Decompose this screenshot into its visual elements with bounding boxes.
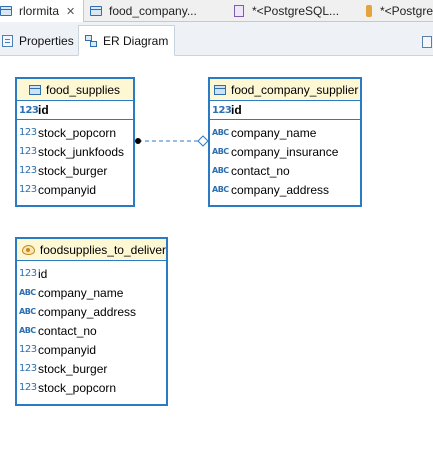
entity-header: food_company_supplier (210, 79, 360, 101)
attribute-name: id (231, 103, 242, 117)
properties-icon (2, 34, 13, 47)
numeric-type-icon: 123 (19, 165, 37, 176)
tab-er-diagram[interactable]: ER Diagram (78, 25, 176, 56)
text-type-icon: ABC (212, 166, 229, 175)
attribute-name: company_name (38, 285, 124, 300)
attribute-name: id (38, 103, 49, 117)
attribute-name: company_address (231, 182, 330, 197)
numeric-type-icon: 123 (19, 127, 37, 138)
entity-title: food_company_supplier (231, 82, 359, 97)
entity-header: food_supplies (17, 79, 133, 101)
attribute-row: 123 stock_burger (17, 161, 133, 180)
er-diagram-canvas[interactable]: food_supplies 123 id 123 stock_popcorn 1… (0, 56, 433, 454)
primary-key-row: 123 id (17, 101, 133, 120)
editor-tab-postgresql-1[interactable]: *<PostgreSQL... (234, 0, 364, 22)
er-diagram-icon (85, 34, 97, 47)
editor-tab-food-company[interactable]: food_company... (90, 0, 230, 22)
sql-script-icon (234, 5, 244, 17)
attribute-list: 123 id ABC company_name ABC company_addr… (17, 261, 166, 397)
numeric-type-icon: 123 (19, 104, 39, 116)
attribute-name: stock_junkfoods (38, 144, 125, 159)
attribute-row: 123 id (17, 264, 166, 283)
view-icon (22, 244, 35, 255)
attribute-name: company_insurance (231, 144, 339, 159)
editor-tab-bar: rlormita ✕ food_company... *<PostgreSQL.… (0, 0, 433, 23)
numeric-type-icon: 123 (19, 268, 37, 279)
attribute-name: contact_no (38, 323, 97, 338)
editor-tab-postgresql-2[interactable]: *<Postgre (366, 0, 433, 22)
attribute-row: 123 companyid (17, 180, 133, 199)
attribute-row: 123 stock_popcorn (17, 123, 133, 142)
attribute-list: ABC company_name ABC company_insurance A… (210, 120, 360, 199)
tab-properties[interactable]: Properties (2, 25, 74, 56)
numeric-type-icon: 123 (212, 104, 232, 116)
text-type-icon: ABC (19, 326, 36, 335)
text-type-icon: ABC (212, 128, 229, 137)
attribute-name: company_address (38, 304, 137, 319)
tab-label: Properties (19, 33, 74, 48)
entity-food-company-supplier[interactable]: food_company_supplier 123 id ABC company… (208, 77, 362, 207)
attribute-row: 123 companyid (17, 340, 166, 359)
attribute-name: id (38, 266, 48, 281)
attribute-row: 123 stock_popcorn (17, 378, 166, 397)
attribute-row: ABC contact_no (210, 161, 360, 180)
text-type-icon: ABC (212, 185, 229, 194)
database-icon (0, 6, 12, 16)
editor-tab-rlormita[interactable]: rlormita ✕ (0, 0, 84, 23)
table-icon (214, 84, 226, 95)
tab-label: *<Postgre (379, 4, 433, 18)
tab-label: *<PostgreSQL... (252, 4, 340, 18)
attribute-row: ABC company_name (17, 283, 166, 302)
entity-food-supplies[interactable]: food_supplies 123 id 123 stock_popcorn 1… (15, 77, 135, 207)
attribute-name: companyid (38, 342, 97, 357)
attribute-row: 123 stock_junkfoods (17, 142, 133, 161)
entity-title: food_supplies (46, 82, 121, 97)
relation-target-diamond (197, 135, 209, 147)
attribute-row: ABC company_address (17, 302, 166, 321)
entity-foodsupplies-to-deliver[interactable]: foodsupplies_to_deliver 123 id ABC compa… (15, 237, 168, 406)
attribute-list: 123 stock_popcorn 123 stock_junkfoods 12… (17, 120, 133, 199)
text-type-icon: ABC (212, 147, 229, 156)
attribute-name: contact_no (231, 163, 290, 178)
attribute-row: ABC company_address (210, 180, 360, 199)
numeric-type-icon: 123 (19, 146, 37, 157)
attribute-row: 123 stock_burger (17, 359, 166, 378)
close-icon[interactable]: ✕ (66, 5, 76, 18)
entity-title: foodsupplies_to_deliver (39, 242, 166, 257)
numeric-type-icon: 123 (19, 363, 37, 374)
view-tab-bar: Properties ER Diagram (0, 22, 433, 56)
relation-source-dot (135, 138, 141, 144)
entity-header: foodsupplies_to_deliver (17, 239, 166, 261)
tab-label: ER Diagram (103, 33, 169, 48)
save-icon[interactable] (422, 36, 432, 48)
attribute-name: stock_popcorn (38, 125, 117, 140)
tab-label: food_company... (109, 4, 197, 18)
primary-key-row: 123 id (210, 101, 360, 120)
table-icon (90, 6, 102, 16)
attribute-name: company_name (231, 125, 317, 140)
attribute-name: companyid (38, 182, 97, 197)
numeric-type-icon: 123 (19, 382, 37, 393)
text-type-icon: ABC (19, 307, 36, 316)
table-icon (29, 84, 41, 95)
tab-label: rlormita (19, 4, 60, 18)
numeric-type-icon: 123 (19, 184, 37, 195)
attribute-name: stock_popcorn (38, 380, 117, 395)
attribute-name: stock_burger (38, 361, 108, 376)
attribute-row: ABC contact_no (17, 321, 166, 340)
attribute-name: stock_burger (38, 163, 108, 178)
text-type-icon: ABC (19, 288, 36, 297)
numeric-type-icon: 123 (19, 344, 37, 355)
attribute-row: ABC company_insurance (210, 142, 360, 161)
connection-icon (366, 5, 372, 17)
attribute-row: ABC company_name (210, 123, 360, 142)
